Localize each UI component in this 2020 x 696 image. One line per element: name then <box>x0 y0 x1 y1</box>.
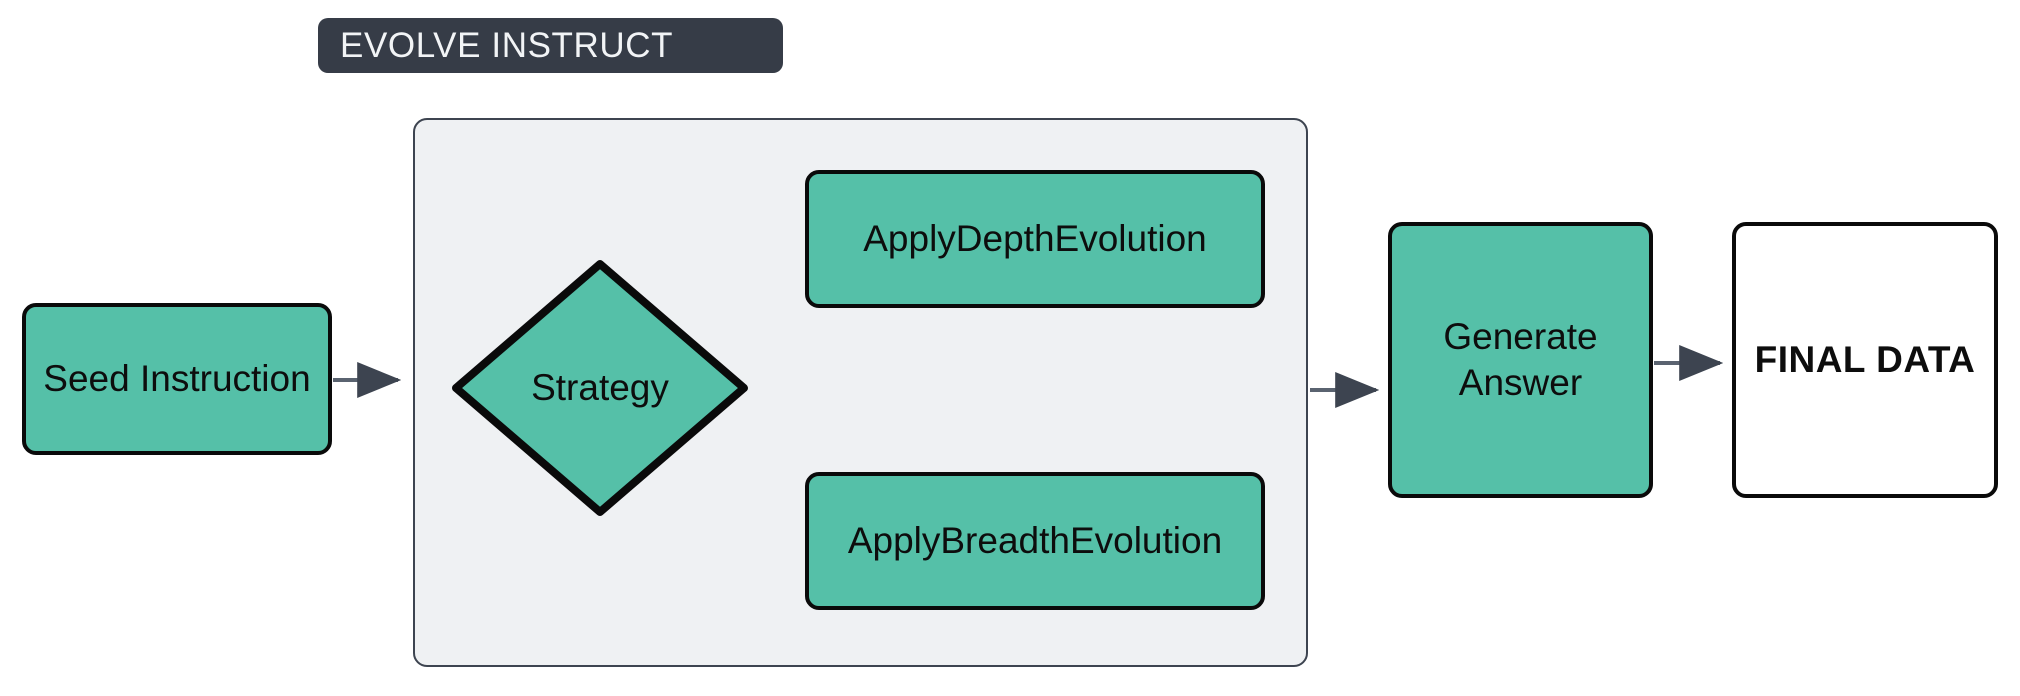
subgraph-title-label: EVOLVE INSTRUCT <box>318 18 783 73</box>
node-apply-breadth-evolution[interactable]: ApplyBreadthEvolution <box>805 472 1265 610</box>
node-strategy[interactable]: Strategy <box>450 258 750 518</box>
node-generate-answer[interactable]: Generate Answer <box>1388 222 1653 498</box>
node-final-data[interactable]: FINAL DATA <box>1732 222 1998 498</box>
node-seed-instruction[interactable]: Seed Instruction <box>22 303 332 455</box>
strategy-diamond-shape <box>452 260 748 516</box>
node-apply-depth-evolution[interactable]: ApplyDepthEvolution <box>805 170 1265 308</box>
node-strategy-label: Strategy <box>531 367 669 408</box>
